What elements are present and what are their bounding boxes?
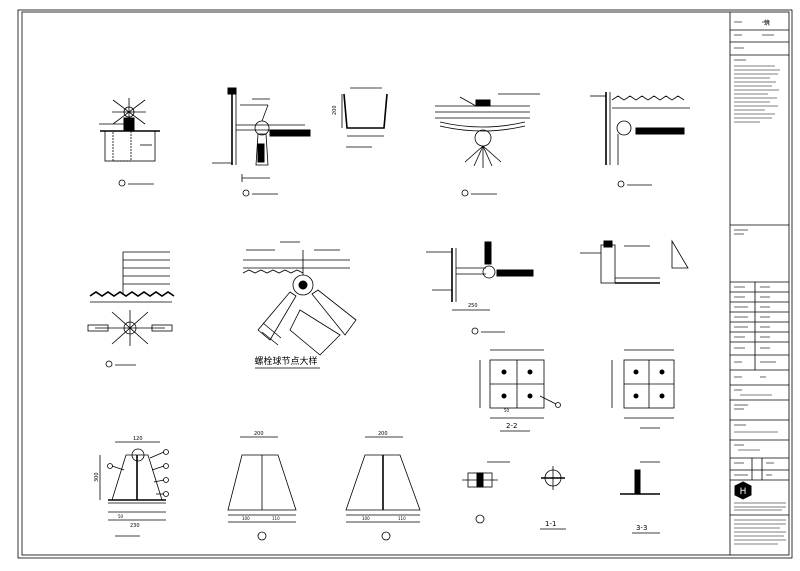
svg-text:230: 230 [130,523,140,529]
section-2-2-label: 2-2 [506,422,517,430]
svg-text:100: 100 [242,516,250,521]
detail-5 [87,251,175,368]
svg-text:200: 200 [254,431,264,437]
svg-text:200: 200 [378,431,388,437]
small-detail-4 [462,461,510,524]
detail-3-top [435,93,540,197]
detail-1 [99,98,160,187]
sheet-border [17,9,793,559]
channel-profile: 200 [332,87,388,148]
gusset-plate-2: 200 100 110 [227,431,297,541]
svg-text:50: 50 [118,514,124,519]
detail-4-top [590,92,690,188]
svg-text:50: 50 [504,408,510,413]
section-3-3: 3-3 [620,461,660,534]
svg-text:300: 300 [94,472,100,482]
svg-text:110: 110 [398,516,406,521]
svg-text:110: 110 [272,516,280,521]
svg-text:H: H [740,487,747,497]
section-1-1-label: 1-1 [545,520,556,528]
detail-6: 250 [426,241,534,335]
plan-plate-right [611,349,675,429]
title-stamp: 筑 [764,19,770,27]
main-detail-title: 螺栓球节点大样 [254,355,317,367]
svg-text:200: 200 [332,105,338,115]
section-1-1: 1-1 [540,466,566,530]
detail-2-top [212,87,311,197]
svg-text:100: 100 [362,516,370,521]
svg-text:250: 250 [468,303,478,309]
section-3-3-label: 3-3 [636,524,647,532]
company-logo: H [734,481,752,500]
title-block: H 筑 [729,12,789,555]
bolt-ball-detail: 螺栓球节点大样 [242,241,357,369]
section-2-2-plate: 50 2-2 [479,349,561,432]
svg-text:120: 120 [133,436,143,442]
gusset-plate-1: 120 300 50 230 [94,436,169,537]
plate-profile [580,239,689,284]
gusset-plate-3: 200 100 110 [345,431,421,541]
inner-border [21,11,790,556]
